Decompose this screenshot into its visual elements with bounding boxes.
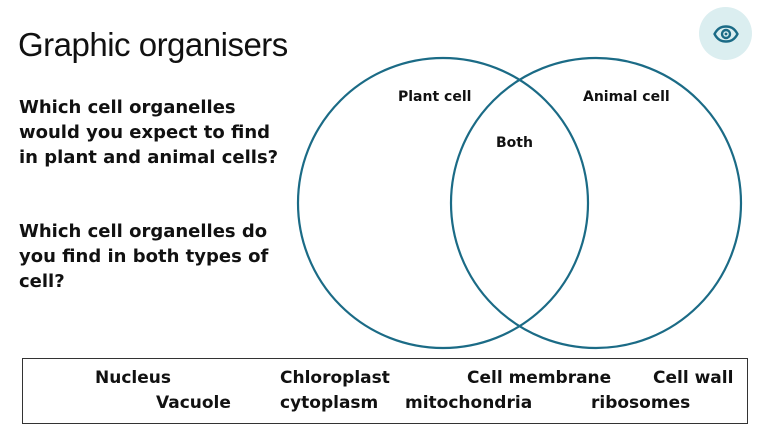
word-card[interactable]: Cell membrane xyxy=(467,368,612,388)
both-label: Both xyxy=(496,135,533,151)
question-2: Which cell organelles do you find in bot… xyxy=(19,221,269,292)
plant-cell-label: Plant cell xyxy=(398,89,471,105)
word-card[interactable]: Vacuole xyxy=(156,393,231,413)
plant-cell-circle xyxy=(296,56,590,350)
eye-icon xyxy=(712,24,739,43)
animal-cell-label: Animal cell xyxy=(583,89,670,105)
word-bank: Nucleus Chloroplast Cell membrane Cell w… xyxy=(22,358,748,424)
word-card[interactable]: Cell wall xyxy=(653,368,734,388)
question-1: Which cell organelles would you expect t… xyxy=(19,97,279,168)
slide-title: Graphic organisers xyxy=(18,26,288,63)
word-card[interactable]: cytoplasm xyxy=(280,393,379,413)
view-button[interactable] xyxy=(699,7,752,60)
animal-cell-circle xyxy=(449,56,743,350)
word-card[interactable]: ribosomes xyxy=(591,393,691,413)
word-card[interactable]: Nucleus xyxy=(95,368,171,388)
word-card[interactable]: mitochondria xyxy=(405,393,533,413)
word-card[interactable]: Chloroplast xyxy=(280,368,390,388)
